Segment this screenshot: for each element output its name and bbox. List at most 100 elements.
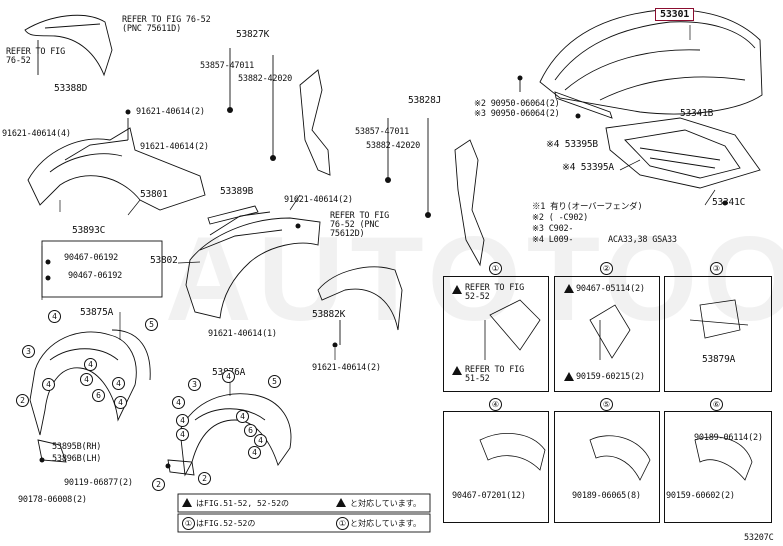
- panel-6-part-b: 90159-60602(2): [666, 491, 735, 501]
- label-53893C: 53893C: [72, 225, 106, 236]
- panel-2-marker: ②: [600, 262, 613, 275]
- label-53828J: 53828J: [408, 95, 442, 106]
- panel-2-part-b: 90159-60215(2): [576, 372, 645, 382]
- diagram-id: 53207C: [744, 533, 774, 543]
- callout-4: 4: [254, 434, 267, 447]
- label-53802: 53802: [150, 255, 178, 266]
- label-53801: 53801: [140, 189, 168, 200]
- fender-liner-rh-drawing: [29, 329, 151, 463]
- callout-4: 4: [248, 446, 261, 459]
- arch-moulding-drawing: [317, 266, 403, 345]
- panel-6-part-a: 90189-06114(2): [694, 433, 763, 443]
- panel-1-marker: ①: [489, 262, 502, 275]
- callout-4: 4: [80, 373, 93, 386]
- front-fender-lh-drawing: [185, 205, 321, 319]
- label-90467-b: 90467-06192: [68, 271, 123, 281]
- warning-triangle-icon: [336, 498, 346, 507]
- label-53882K: 53882K: [312, 309, 346, 320]
- callout-5: 5: [145, 318, 158, 331]
- legend-note-1: ※1 有り(オーバーフェンダ): [532, 202, 643, 212]
- hood-insulator-drawing: [605, 117, 761, 189]
- warning-triangle-icon: [564, 372, 574, 381]
- label-91621-e: 91621-40614(1): [208, 329, 277, 339]
- label-90119: 90119-06877(2): [64, 478, 133, 488]
- footer-note-box-2: [177, 513, 431, 533]
- label-53857-b: 53857-47011: [355, 127, 410, 137]
- panel-4-marker: ④: [489, 398, 502, 411]
- label-90467-a: 90467-06192: [64, 253, 119, 263]
- panel-5-marker: ⑤: [600, 398, 613, 411]
- footer-circle-icon: ①: [336, 517, 349, 530]
- callout-4: 4: [236, 410, 249, 423]
- label-91621-b: 91621-40614(4): [2, 129, 71, 139]
- panel-1-refer-a: REFER TO FIG 52-52: [465, 283, 525, 302]
- footer-note-box-1: [177, 493, 431, 513]
- inset-panel-2: [554, 276, 660, 392]
- footer-circle-icon: ①: [182, 517, 195, 530]
- inset-panel-3: [664, 276, 772, 392]
- label-53827K: 53827K: [236, 29, 270, 40]
- inset-panel-6: [664, 411, 772, 523]
- fender-bracket-drawing: [229, 48, 485, 267]
- label-53388D: 53388D: [54, 83, 88, 94]
- inset-panel-4: [443, 411, 549, 523]
- label-53395B: ※4 53395B: [546, 139, 598, 150]
- label-90950-b: ※3 90950-06064(2): [474, 109, 560, 119]
- panel-4-part-a: 90467-07201(12): [452, 491, 526, 501]
- label-53882-b: 53882-42020: [366, 141, 421, 151]
- label-53395A: ※4 53395A: [562, 162, 614, 173]
- warning-triangle-icon: [182, 498, 192, 507]
- label-91621-f: 91621-40614(2): [312, 363, 381, 373]
- panel-5-part-a: 90189-06065(8): [572, 491, 641, 501]
- callout-3: 3: [22, 345, 35, 358]
- footer-note-2-tail: と対応しています。: [350, 519, 421, 528]
- callout-6: 6: [92, 389, 105, 402]
- callout-4: 4: [84, 358, 97, 371]
- inset-sketches: [479, 299, 753, 481]
- panel-1-refer-b: REFER TO FIG 51-52: [465, 365, 525, 384]
- callout-2: 2: [152, 478, 165, 491]
- watermark: AUTOTOOT: [165, 212, 783, 346]
- label-90178: 90178-06008(2): [18, 495, 87, 505]
- label-53341B: 53341B: [680, 108, 714, 119]
- label-53875A: 53875A: [80, 307, 114, 318]
- footer-note-1-tail: と対応しています。: [350, 499, 421, 508]
- callout-4: 4: [48, 310, 61, 323]
- label-53341C: 53341C: [712, 197, 746, 208]
- legend-note-3: ※3 C902-: [532, 224, 574, 234]
- callout-2: 2: [198, 472, 211, 485]
- fasteners: [39, 75, 728, 469]
- callout-2: 2: [16, 394, 29, 407]
- callout-4: 4: [42, 378, 55, 391]
- refer-note-3: REFER TO FIG 76-52 (PNC 75612D): [330, 211, 390, 239]
- inset-panel-1: [443, 276, 549, 392]
- front-fender-rh-drawing: [27, 118, 206, 211]
- clip-group-box: [41, 240, 163, 298]
- callout-4: 4: [176, 414, 189, 427]
- label-90950-a: ※2 90950-06064(2): [474, 99, 560, 109]
- callout-6: 6: [244, 424, 257, 437]
- callout-4: 4: [172, 396, 185, 409]
- fender-flare-drawing: [24, 14, 113, 77]
- callout-4: 4: [114, 396, 127, 409]
- label-53857-a: 53857-47011: [200, 61, 255, 71]
- panel-6-marker: ⑥: [710, 398, 723, 411]
- label-53895B: 53895B(RH): [52, 442, 102, 452]
- panel-3-marker: ③: [710, 262, 723, 275]
- refer-note-2: REFER TO FIG 76-52: [6, 47, 66, 66]
- main-part-number: 53301: [655, 8, 695, 21]
- label-53896B: 53896B(LH): [52, 454, 102, 464]
- hood-drawing: [539, 9, 763, 115]
- callout-4: 4: [112, 377, 125, 390]
- callout-4: 4: [222, 370, 235, 383]
- panel-2-part-a: 90467-05114(2): [576, 284, 645, 294]
- panel-3-part-a: 53879A: [702, 354, 736, 365]
- callout-5: 5: [268, 375, 281, 388]
- label-53389B: 53389B: [220, 186, 254, 197]
- warning-triangle-icon: [564, 284, 574, 293]
- footer-note-2: はFIG.52-52の: [196, 519, 256, 528]
- label-91621-a: 91621-40614(2): [136, 107, 205, 117]
- callout-4: 4: [176, 428, 189, 441]
